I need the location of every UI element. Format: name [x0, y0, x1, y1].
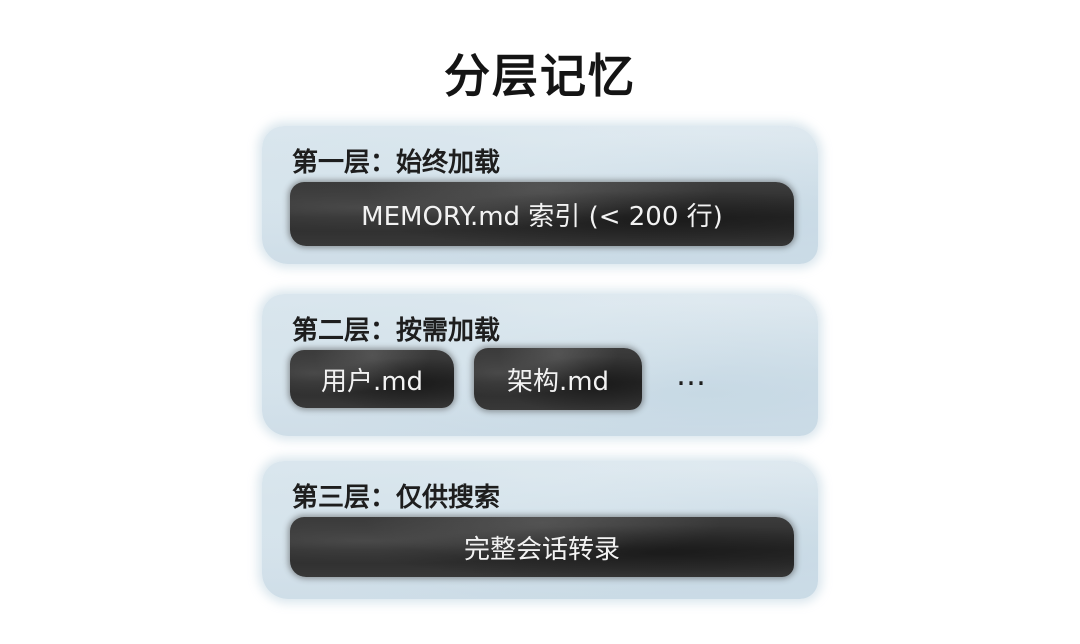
architecture-file-label: 架构.md — [506, 366, 610, 397]
diagram-title: 分层记忆 — [444, 49, 636, 103]
user-file-block: 用户.md — [290, 350, 454, 408]
tier-3-label: 第三层：仅供搜索 — [292, 483, 501, 513]
more-files-ellipsis: … — [676, 358, 708, 393]
tier-1-label: 第一层：始终加载 — [292, 148, 501, 178]
tier-3-panel: 第三层：仅供搜索 完整会话转录 — [262, 461, 818, 599]
architecture-file-block: 架构.md — [474, 348, 642, 410]
tier-1-panel: 第一层：始终加载 MEMORY.md 索引 (< 200 行) — [262, 126, 818, 264]
full-transcript-label: 完整会话转录 — [463, 534, 620, 565]
memory-index-block: MEMORY.md 索引 (< 200 行) — [290, 182, 794, 246]
full-transcript-block: 完整会话转录 — [290, 517, 794, 577]
user-file-label: 用户.md — [320, 366, 424, 397]
tier-2-label: 第二层：按需加载 — [292, 316, 501, 346]
tier-2-panel: 第二层：按需加载 用户.md 架构.md … — [262, 294, 818, 436]
memory-index-label: MEMORY.md 索引 (< 200 行) — [361, 201, 723, 232]
